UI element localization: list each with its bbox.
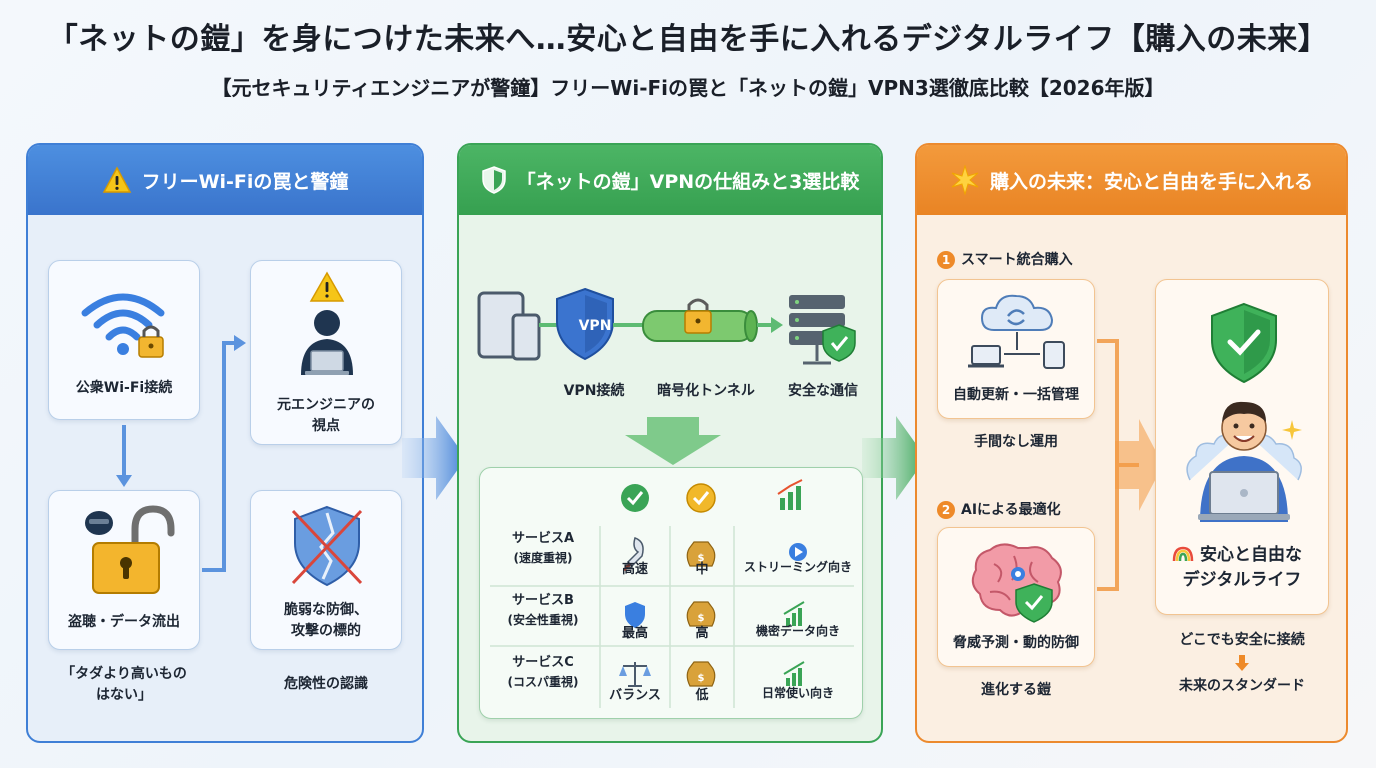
- broken-lock-icon: [85, 505, 175, 594]
- big-arrow-green: [862, 416, 926, 500]
- wifi-lock-icon: [81, 293, 165, 358]
- card-result-life: 安心と自由な デジタルライフ: [1155, 279, 1329, 615]
- service-b-name: サービスB: [512, 593, 574, 608]
- item1-title: スマート統合購入: [961, 252, 1073, 268]
- label-future-standard: 未来のスタンダード: [1179, 678, 1305, 694]
- card-weak-defense: 脆弱な防御、 攻撃の標的: [250, 490, 402, 650]
- badge-1: 1: [937, 251, 955, 269]
- small-down-arrow-icon: [1235, 655, 1249, 671]
- check-circle-icon: [621, 484, 649, 512]
- label-engineer-line1: 元エンジニアの: [277, 397, 375, 413]
- panel-future-purchase: 購入の未来：安心と自由を手に入れる 1 スマート統合購入 自動更新・一括管理 手間…: [915, 143, 1348, 743]
- service-a-speed: 高速: [621, 562, 648, 577]
- card-public-wifi: 公衆Wi-Fi接続: [48, 260, 200, 420]
- label-public-wifi: 公衆Wi-Fi接続: [75, 380, 173, 396]
- money-bag-icon-3: $: [686, 661, 716, 687]
- svg-text:$: $: [698, 673, 705, 684]
- panel3-title: 購入の未来：安心と自由を手に入れる: [989, 170, 1313, 193]
- label-quote-line2: はない」: [96, 687, 152, 703]
- service-a-name: サービスA: [511, 531, 575, 546]
- svg-text:$: $: [698, 613, 705, 624]
- service-c-use: 日常使い向き: [761, 686, 834, 700]
- person-laptop-shield-icon: [1186, 302, 1302, 522]
- panel2-header: 「ネットの鎧」VPNの仕組みと3選比較: [459, 145, 881, 215]
- bar-chart-icon: [777, 479, 803, 510]
- badge-2: 2: [937, 501, 955, 519]
- rainbow-icon: [1172, 546, 1194, 562]
- rocket-icon: [622, 537, 644, 572]
- service-a-price: 中: [695, 562, 709, 577]
- main-title: 「ネットの鎧」を身につけた未来へ…安心と自由を手に入れるデジタルライフ【購入の未…: [47, 22, 1329, 57]
- svg-text:$: $: [698, 553, 705, 564]
- balance-scale-icon: [619, 662, 651, 687]
- service-b-security: 最高: [621, 626, 648, 641]
- panel-vpn-comparison: 「ネットの鎧」VPNの仕組みと3選比較 VPN VPN接続 暗号化トンネル 安全…: [457, 143, 883, 743]
- service-b-price: 高: [695, 626, 709, 641]
- sparkle-sun-icon: [951, 165, 979, 195]
- label-threat-prediction: 脅威予測・動的防御: [953, 635, 1079, 651]
- label-evolving-armor: 進化する鎧: [981, 682, 1051, 698]
- service-c-sub: (コスパ重視): [507, 675, 579, 689]
- service-a-sub: (速度重視): [513, 551, 573, 565]
- label-secure-comm: 安全な通信: [788, 383, 858, 399]
- blue-shield-icon: [625, 602, 645, 628]
- cloud-devices-icon: [968, 294, 1065, 369]
- card-ai-optimize: 脅威予測・動的防御: [937, 527, 1095, 667]
- play-button-icon: [789, 543, 807, 561]
- label-weak-line1: 脆弱な防御、: [284, 602, 368, 618]
- card-smart-purchase: 自動更新・一括管理: [937, 279, 1095, 419]
- label-awareness: 危険性の認識: [284, 676, 368, 692]
- money-bag-icon-2: $: [686, 601, 716, 627]
- item1-title-row: 1 スマート統合購入: [937, 249, 1073, 269]
- hacker-laptop-icon: [301, 271, 353, 375]
- gold-coin-check-icon: [686, 483, 716, 513]
- subtitle: 【元セキュリティエンジニアが警鐘】フリーWi-Fiの罠と「ネットの鎧」VPN3選…: [211, 76, 1165, 100]
- service-c-balance: バランス: [609, 688, 661, 703]
- panel1-header: フリーWi-Fiの罠と警鐘: [28, 145, 422, 215]
- vpn-flow-diagram: [477, 287, 856, 365]
- card-engineer-view: 元エンジニアの 視点: [250, 260, 402, 445]
- service-b-sub: (安全性重視): [507, 613, 579, 627]
- broken-shield-icon: [291, 505, 363, 587]
- label-result-line2: デジタルライフ: [1182, 570, 1302, 590]
- label-weak-line2: 攻撃の標的: [291, 623, 361, 639]
- panel-free-wifi-danger: フリーWi-Fiの罠と警鐘 公衆Wi-Fi接続 元エンジニアの 視点: [26, 143, 424, 743]
- panel3-header: 購入の未来：安心と自由を手に入れる: [917, 145, 1346, 215]
- label-encrypted-tunnel: 暗号化トンネル: [657, 383, 755, 399]
- label-eavesdrop: 盗聴・データ流出: [68, 614, 180, 630]
- label-engineer-line2: 視点: [312, 418, 340, 434]
- panel3-connectors: [1097, 339, 1163, 591]
- big-arrow-blue: [402, 416, 466, 500]
- warning-icon: [102, 166, 131, 193]
- service-a-use: ストリーミング向き: [743, 560, 852, 574]
- panel2-title: 「ネットの鎧」VPNの仕組みと3選比較: [516, 170, 860, 193]
- down-arrow-green: [625, 417, 721, 465]
- label-auto-update: 自動更新・一括管理: [953, 387, 1079, 403]
- label-hassle-free: 手間なし運用: [974, 434, 1058, 450]
- label-connect-anywhere: どこでも安全に接続: [1179, 632, 1305, 648]
- panel1-title: フリーWi-Fiの罠と警鐘: [141, 170, 349, 193]
- vpn-badge-text: VPN: [578, 318, 612, 334]
- service-b-use: 機密データ向き: [755, 624, 840, 638]
- label-vpn-connect: VPN接続: [563, 383, 625, 399]
- card-eavesdrop: 盗聴・データ流出: [48, 490, 200, 650]
- brain-shield-icon: [971, 543, 1062, 623]
- item2-title-row: 2 AIによる最適化: [937, 499, 1061, 519]
- service-c-name: サービスC: [512, 655, 574, 670]
- label-quote-line1: 「タダより高いもの: [61, 666, 187, 682]
- panel1-flow-arrows: [116, 335, 246, 572]
- label-result-line1: 安心と自由な: [1200, 545, 1302, 565]
- growth-chart-icon-2: [783, 601, 805, 626]
- shield-icon: [481, 166, 506, 194]
- money-bag-icon-1: $: [686, 541, 716, 567]
- service-c-price: 低: [695, 688, 709, 703]
- item2-title: AIによる最適化: [961, 502, 1061, 518]
- growth-chart-icon-3: [783, 661, 805, 686]
- vpn-comparison-table: $ $: [479, 467, 863, 719]
- table-grid: $ $: [490, 479, 854, 708]
